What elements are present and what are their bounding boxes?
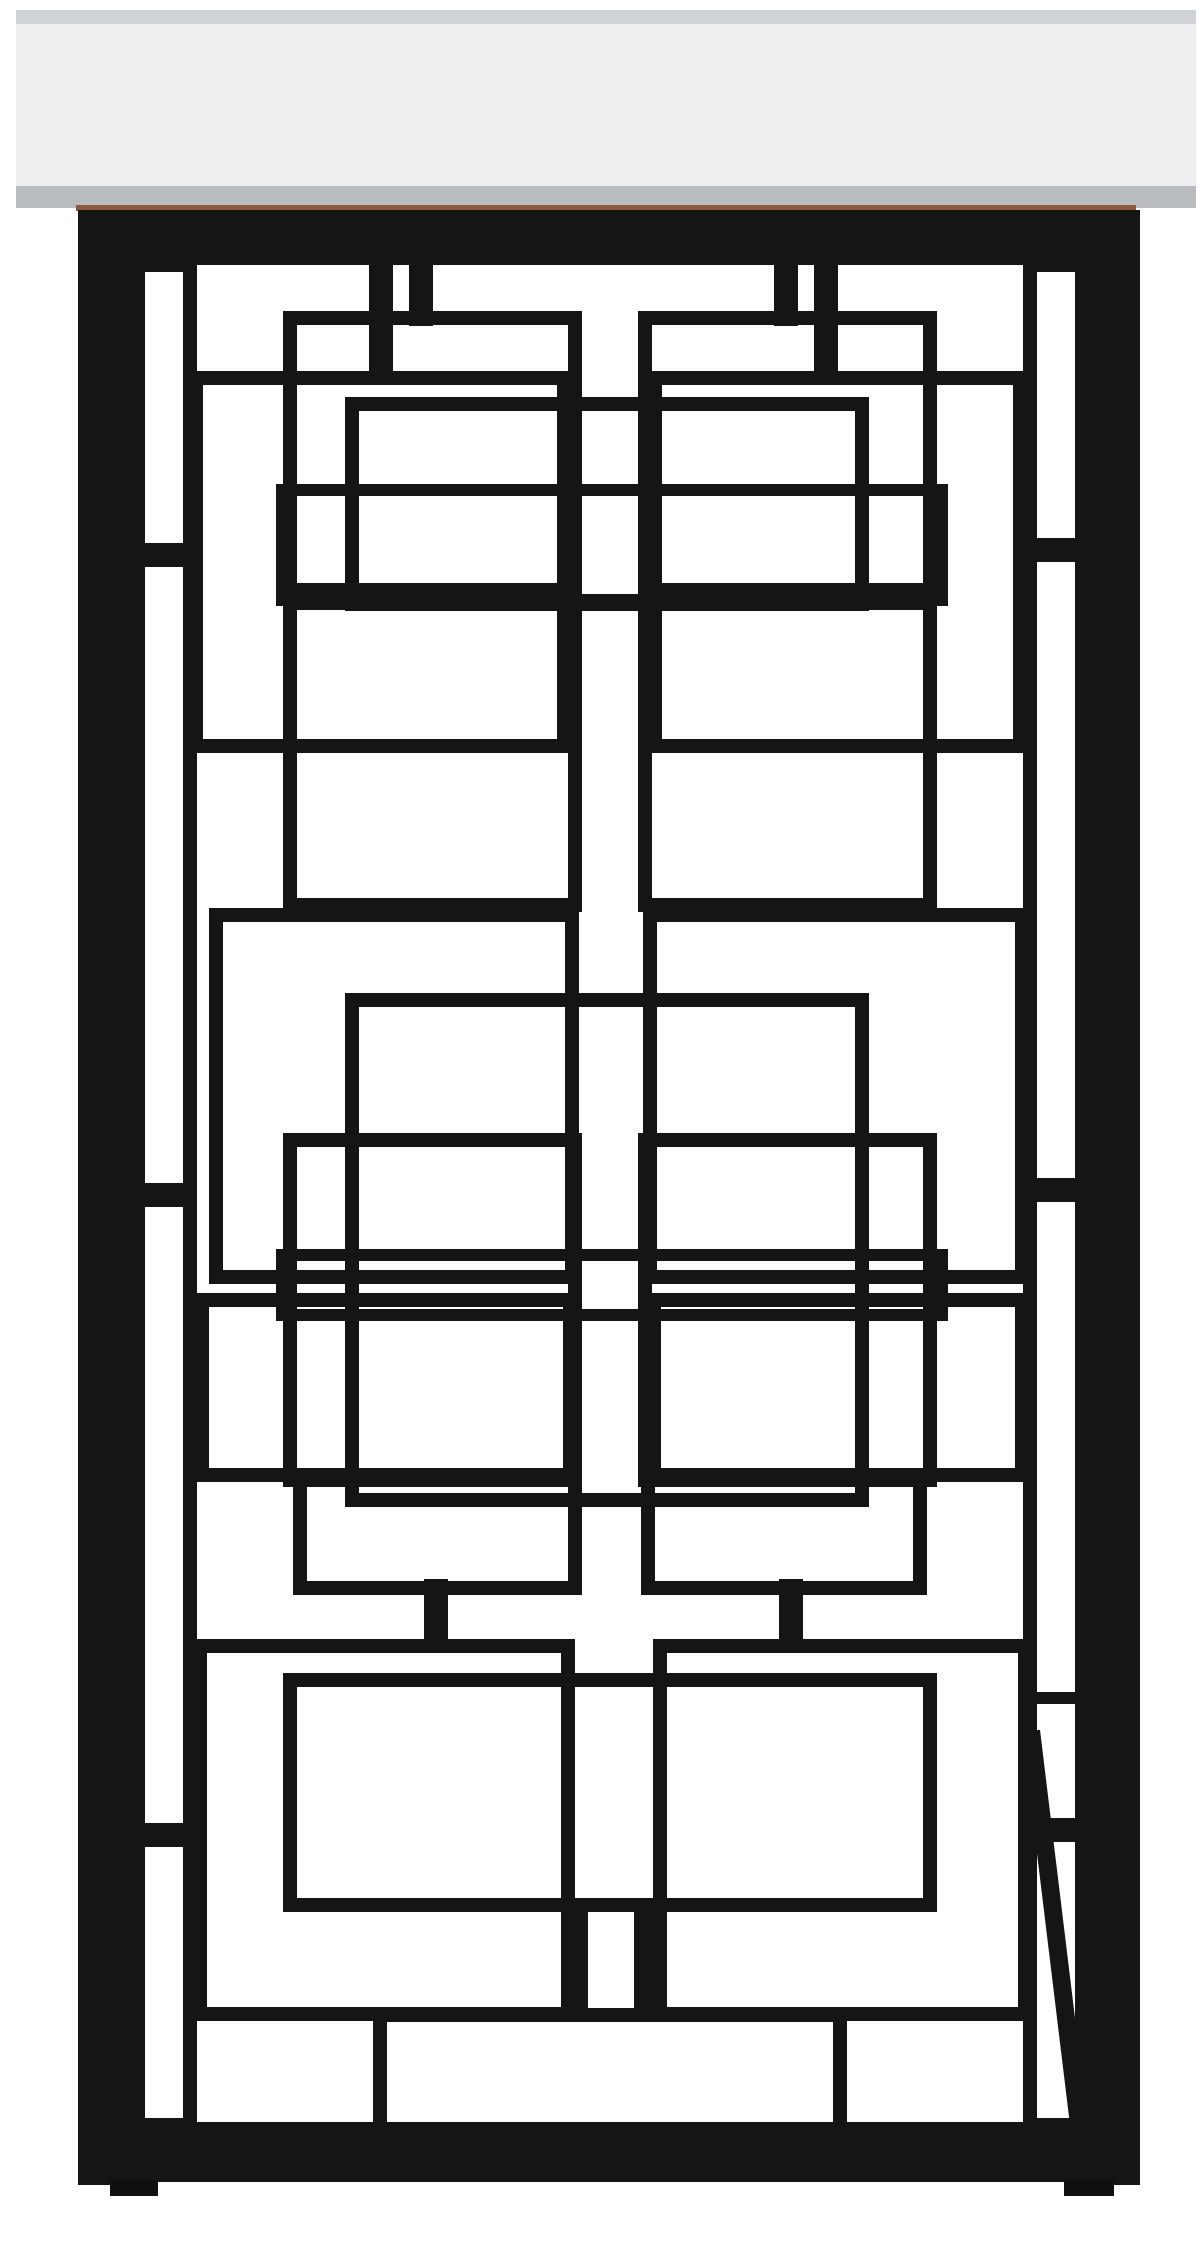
leg-frame: [78, 210, 1140, 2196]
right-leg-post: [1082, 210, 1140, 2185]
lattice-square: [1023, 1188, 1089, 1832]
lattice-square: [638, 583, 937, 912]
rear-side-rail: [1022, 1692, 1088, 2125]
lattice-square: [131, 1833, 197, 2132]
lattice-square: [653, 1639, 1032, 2021]
rear-rail-low: [1030, 1692, 1082, 1704]
lattice-square: [774, 259, 798, 326]
top-rail: [78, 210, 1140, 265]
lattice-square: [814, 259, 838, 381]
lattice-square: [276, 1249, 948, 1321]
mirror-top-face: [16, 10, 1196, 208]
lattice-square: [283, 583, 582, 912]
lattice-square: [283, 311, 582, 610]
lattice-square: [634, 1899, 658, 2021]
lattice-square: [131, 258, 197, 557]
geometric-lattice: [131, 258, 1089, 2137]
lattice-square: [373, 2008, 847, 2137]
lattice-square: [283, 1673, 937, 1912]
lattice-square: [276, 484, 948, 606]
mirror-bottom-edge: [16, 186, 1196, 208]
lattice-square: [1023, 258, 1089, 552]
rear-rail-diagonal: [1022, 1730, 1088, 2125]
lattice-square: [131, 1193, 197, 1837]
lattice-square: [195, 1293, 577, 1482]
lattice-square: [345, 397, 869, 611]
lattice-square: [638, 311, 937, 610]
lattice-square: [564, 1899, 588, 2021]
lattice-square: [193, 1639, 575, 2021]
lattice-square: [647, 1293, 1029, 1482]
lattice-square: [779, 1579, 803, 1651]
lattice-square: [424, 1579, 448, 1651]
wood-trim-strip: [76, 205, 1136, 211]
mirrored-top: [16, 10, 1196, 211]
lattice-square: [369, 259, 393, 381]
lattice-square: [209, 908, 579, 1284]
lattice-square: [643, 908, 1029, 1284]
right-foot: [1064, 2180, 1114, 2196]
lattice-square: [409, 259, 433, 326]
lattice-square: [648, 371, 1027, 753]
left-leg-post: [78, 210, 138, 2185]
left-foot: [110, 2180, 158, 2196]
lattice-square: [189, 371, 571, 753]
mirror-top-edge: [16, 10, 1196, 24]
lattice-square: [1023, 548, 1089, 1192]
lattice-square: [131, 553, 197, 1197]
